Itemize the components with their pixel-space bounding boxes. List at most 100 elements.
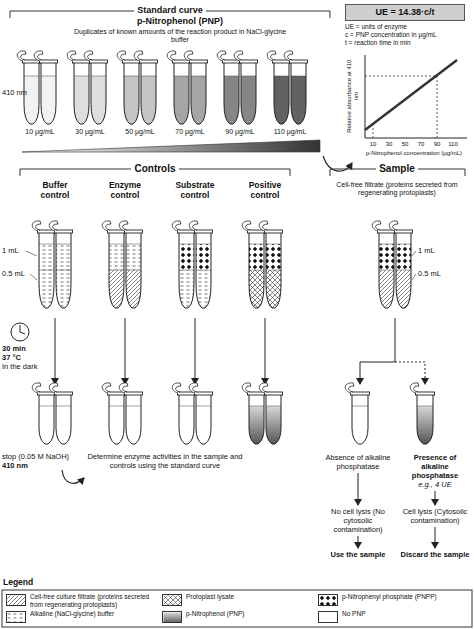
flow-arrow bbox=[265, 318, 266, 384]
tube-content bbox=[249, 406, 264, 444]
tube-heading: Enzyme control bbox=[101, 179, 149, 201]
tube-cap bbox=[234, 51, 243, 61]
tube-cap bbox=[189, 383, 198, 393]
tube-content bbox=[352, 406, 368, 444]
meniscus bbox=[56, 406, 71, 407]
label: 37 °C bbox=[2, 353, 21, 362]
tube-body bbox=[196, 394, 211, 444]
label: Controls bbox=[131, 163, 178, 175]
tube-body bbox=[56, 394, 71, 444]
tube-outline bbox=[291, 62, 306, 124]
flow-arrow bbox=[358, 536, 359, 548]
reading-line bbox=[365, 76, 437, 138]
meniscus bbox=[249, 406, 264, 407]
tube-content bbox=[241, 76, 256, 124]
tube-outline bbox=[224, 62, 239, 124]
swatch-fill bbox=[8, 613, 27, 624]
legend-swatch bbox=[318, 611, 338, 623]
tube-content bbox=[109, 244, 124, 270]
tube-cap bbox=[284, 51, 293, 61]
tube-content bbox=[124, 76, 139, 124]
legend-swatch bbox=[6, 594, 26, 606]
tube-outline bbox=[56, 232, 71, 308]
tube-cap bbox=[119, 221, 128, 231]
tube-body bbox=[352, 394, 368, 444]
tube-content bbox=[56, 406, 71, 444]
tube-heading: Buffer control bbox=[31, 179, 79, 201]
tube-cap bbox=[49, 383, 58, 393]
label: 1 mL bbox=[2, 246, 19, 255]
tube-cap bbox=[189, 221, 198, 231]
tube-cap bbox=[117, 51, 126, 61]
tube-rim bbox=[290, 60, 308, 63]
tube-body bbox=[126, 232, 141, 308]
swatch-fill bbox=[164, 613, 183, 624]
meniscus bbox=[39, 270, 54, 271]
outcome-box: Cell lysis (Cytosolic contamination) bbox=[398, 506, 472, 526]
tube-content bbox=[141, 76, 156, 124]
label: 110 bbox=[448, 141, 458, 148]
meniscus bbox=[74, 76, 89, 77]
meniscus bbox=[196, 244, 211, 245]
tube-heading: Cell-free filtrate (proteins secreted fr… bbox=[332, 180, 462, 199]
tube-rim bbox=[140, 60, 158, 63]
meniscus bbox=[196, 270, 211, 271]
tube-rim bbox=[195, 230, 213, 233]
tube-rim bbox=[351, 392, 370, 395]
node-text: No cell lysis (No cytosolic contaminatio… bbox=[322, 507, 394, 534]
curved-arrow bbox=[62, 470, 84, 483]
tube-rim bbox=[125, 230, 143, 233]
node-text: Discard the sample bbox=[400, 550, 470, 559]
swatch-sample bbox=[7, 612, 26, 623]
tube-rim bbox=[125, 392, 143, 395]
tube-heading: Substrate control bbox=[171, 179, 219, 201]
tube-body bbox=[266, 394, 281, 444]
meniscus bbox=[126, 270, 141, 271]
legend-text: Protoplast lysate bbox=[186, 593, 310, 601]
tube-body bbox=[109, 232, 124, 308]
meniscus bbox=[249, 270, 264, 271]
tube-body bbox=[179, 232, 194, 308]
meniscus bbox=[241, 76, 256, 77]
legend-text: No PNP bbox=[342, 610, 466, 618]
label: 410 nm bbox=[2, 88, 27, 97]
label: 50 bbox=[402, 141, 409, 148]
tube-cap bbox=[172, 383, 181, 393]
tube-cap bbox=[102, 383, 111, 393]
tube-cap bbox=[184, 51, 193, 61]
label: 70 bbox=[418, 141, 425, 148]
flow-arrow bbox=[395, 362, 425, 384]
label: Sample bbox=[376, 163, 418, 175]
tube-cap bbox=[134, 51, 143, 61]
flow-arrow bbox=[195, 318, 196, 384]
tube-outline bbox=[191, 62, 206, 124]
tube-cap bbox=[32, 221, 41, 231]
tube-cap bbox=[389, 221, 398, 231]
tube-outline bbox=[379, 232, 394, 308]
tube-rim bbox=[195, 392, 213, 395]
node-text: Substrate control bbox=[173, 180, 217, 200]
meniscus bbox=[91, 76, 106, 77]
tube-content bbox=[196, 406, 211, 444]
meniscus bbox=[124, 76, 139, 77]
tube-body bbox=[109, 394, 124, 444]
tube-outline bbox=[417, 394, 433, 444]
meniscus bbox=[126, 406, 141, 407]
tube-outline bbox=[39, 394, 54, 444]
swatch-fill bbox=[320, 596, 339, 607]
tube-body bbox=[274, 62, 289, 124]
tube-body bbox=[224, 62, 239, 124]
tube-outline bbox=[352, 394, 368, 444]
label: 90 bbox=[434, 141, 441, 148]
swatch-sample bbox=[163, 595, 182, 606]
tube-body bbox=[91, 62, 106, 124]
tube-content bbox=[56, 244, 71, 270]
legend-text: p-Nitrophenyl phosphate (PNPP) bbox=[342, 593, 466, 601]
meniscus bbox=[379, 244, 394, 245]
tube-body bbox=[379, 232, 394, 308]
meniscus bbox=[274, 76, 289, 77]
label: 70 µg/mL bbox=[166, 128, 214, 136]
label: Standard curve bbox=[134, 5, 206, 16]
tube-body bbox=[41, 62, 56, 124]
legend-swatch bbox=[6, 611, 26, 623]
